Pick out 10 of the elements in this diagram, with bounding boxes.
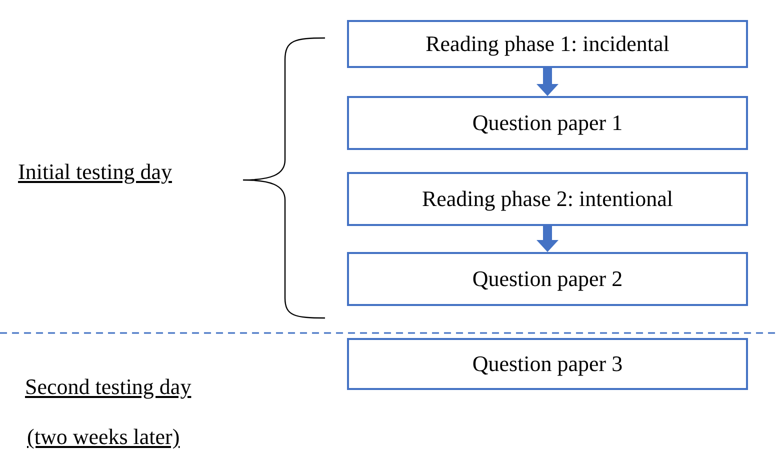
section-label: (two weeks later) bbox=[27, 423, 180, 450]
process-box: Reading phase 1: incidental bbox=[347, 20, 748, 68]
block-arrow bbox=[536, 68, 558, 96]
block-arrow bbox=[536, 226, 558, 252]
process-box: Question paper 1 bbox=[347, 96, 748, 150]
section-label: Second testing day bbox=[25, 373, 192, 401]
process-box: Question paper 3 bbox=[347, 338, 748, 390]
process-box: Reading phase 2: intentional bbox=[347, 172, 748, 226]
section-label: Initial testing day bbox=[18, 158, 172, 186]
process-box: Question paper 2 bbox=[347, 252, 748, 306]
